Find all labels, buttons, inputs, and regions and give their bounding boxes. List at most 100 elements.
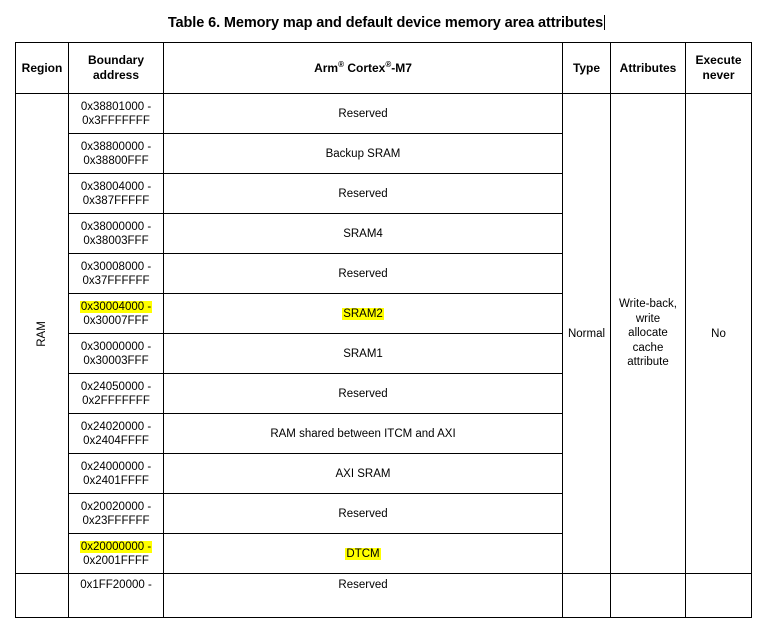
memory-map-table: Region Boundary address Arm® Cortex®-M7 … bbox=[15, 42, 752, 618]
boundary-address-start: 0x30004000 - bbox=[69, 300, 163, 314]
memory-area-description-cell: Reserved bbox=[163, 253, 563, 294]
memory-area-description-cell: Reserved bbox=[163, 573, 563, 618]
table-header: Region Boundary address Arm® Cortex®-M7 … bbox=[15, 42, 752, 94]
boundary-address-end: 0x23FFFFFF bbox=[82, 514, 150, 527]
document-page: Table 6. Memory map and default device m… bbox=[0, 14, 773, 618]
memory-attributes-text: Write-back, write allocate cache attribu… bbox=[619, 298, 677, 369]
text-cursor-caret bbox=[604, 15, 606, 30]
registered-trademark-icon-2: ® bbox=[385, 59, 392, 69]
boundary-address-start: 0x38004000 - bbox=[80, 180, 152, 193]
execute-never-cell bbox=[685, 573, 752, 618]
memory-attributes-cell: Write-back, write allocate cache attribu… bbox=[610, 93, 686, 574]
boundary-address-cell: 0x38800000 -0x38800FFF bbox=[68, 133, 164, 174]
column-header-execute-line1: Execute bbox=[695, 53, 742, 67]
boundary-address-end: 0x30003FFF bbox=[83, 354, 149, 367]
column-header-core: Arm® Cortex®-M7 bbox=[163, 42, 563, 94]
boundary-address-start: 0x20000000 - bbox=[69, 540, 163, 554]
boundary-address-start: 0x38000000 - bbox=[80, 220, 152, 233]
boundary-address-end: 0x38800FFF bbox=[83, 154, 149, 167]
boundary-address-end: 0x2FFFFFFF bbox=[82, 394, 150, 407]
memory-area-description-cell: SRAM2 bbox=[163, 293, 563, 334]
boundary-address-cell: 0x24050000 -0x2FFFFFFF bbox=[68, 373, 164, 414]
boundary-address-start: 0x30008000 - bbox=[80, 260, 152, 273]
boundary-address-cell: 0x38004000 -0x387FFFFF bbox=[68, 173, 164, 214]
memory-area-description-cell: Reserved bbox=[163, 173, 563, 214]
boundary-address-end: 0x37FFFFFF bbox=[82, 274, 150, 287]
memory-type-cell bbox=[562, 573, 611, 618]
boundary-address-end: 0x2001FFFF bbox=[83, 554, 149, 567]
highlight-span: 0x30004000 - bbox=[79, 300, 153, 313]
boundary-address-cell: 0x24000000 -0x2401FFFF bbox=[68, 453, 164, 494]
boundary-address-cell: 0x30004000 -0x30007FFF bbox=[68, 293, 164, 334]
highlight-span: DTCM bbox=[345, 547, 381, 560]
region-cell-ram: RAM bbox=[15, 93, 69, 574]
boundary-address-cell: 0x38801000 -0x3FFFFFFF bbox=[68, 93, 164, 134]
memory-area-description-cell: Backup SRAM bbox=[163, 133, 563, 174]
registered-trademark-icon: ® bbox=[338, 59, 344, 69]
highlight-span: SRAM2 bbox=[342, 307, 384, 320]
table-row: 0x30004000 -0x30007FFF SRAM2 bbox=[16, 293, 752, 334]
execute-never-cell: No bbox=[685, 93, 752, 574]
column-header-boundary-line1: Boundary bbox=[87, 53, 144, 67]
core-suffix: -M7 bbox=[391, 60, 412, 75]
boundary-address-cell: 0x20020000 -0x23FFFFFF bbox=[68, 493, 164, 534]
column-header-boundary-address: Boundary address bbox=[68, 42, 164, 94]
memory-area-description-cell: SRAM4 bbox=[163, 213, 563, 254]
memory-area-description-cell: DTCM bbox=[163, 533, 563, 574]
column-header-type: Type bbox=[562, 42, 611, 94]
core-mid: Cortex bbox=[344, 60, 386, 75]
region-cell-next bbox=[15, 573, 69, 618]
table-caption-text: Table 6. Memory map and default device m… bbox=[167, 15, 604, 31]
region-label-text: RAM bbox=[36, 320, 48, 347]
boundary-address-start: 0x38801000 - bbox=[80, 100, 152, 113]
memory-attributes-cell bbox=[610, 573, 686, 618]
boundary-address-cell: 0x30008000 -0x37FFFFFF bbox=[68, 253, 164, 294]
table-header-row: Region Boundary address Arm® Cortex®-M7 … bbox=[15, 42, 752, 94]
column-header-boundary-line2: address bbox=[92, 68, 140, 82]
boundary-address-start: 0x24050000 - bbox=[80, 380, 152, 393]
memory-type-cell: Normal bbox=[562, 93, 611, 574]
table-caption: Table 6. Memory map and default device m… bbox=[0, 14, 773, 32]
boundary-address-cell: 0x1FF20000 - bbox=[68, 573, 164, 618]
boundary-address-end: 0x2401FFFF bbox=[83, 474, 149, 487]
core-prefix: Arm bbox=[314, 60, 339, 75]
boundary-address-end: 0x38003FFF bbox=[83, 234, 149, 247]
boundary-address-start: 0x1FF20000 - bbox=[80, 579, 152, 591]
column-header-region: Region bbox=[15, 42, 69, 94]
highlight-span: 0x20000000 - bbox=[79, 540, 153, 553]
column-header-attributes: Attributes bbox=[610, 42, 686, 94]
memory-area-description-cell: SRAM1 bbox=[163, 333, 563, 374]
boundary-address-start: 0x38800000 - bbox=[80, 140, 152, 153]
boundary-address-end: 0x2404FFFF bbox=[83, 434, 149, 447]
boundary-address-cell: 0x20000000 -0x2001FFFF bbox=[68, 533, 164, 574]
column-header-execute-never: Execute never bbox=[685, 42, 752, 94]
boundary-address-start: 0x24020000 - bbox=[80, 420, 152, 433]
boundary-address-cell: 0x24020000 -0x2404FFFF bbox=[68, 413, 164, 454]
memory-area-description-cell: Reserved bbox=[163, 93, 563, 134]
memory-area-description-cell: Reserved bbox=[163, 493, 563, 534]
boundary-address-cell: 0x30000000 -0x30003FFF bbox=[68, 333, 164, 374]
boundary-address-start: 0x30000000 - bbox=[80, 340, 152, 353]
memory-area-description-cell: Reserved bbox=[163, 373, 563, 414]
column-header-execute-line2: never bbox=[702, 68, 735, 82]
boundary-address-end: 0x3FFFFFFF bbox=[82, 114, 150, 127]
boundary-address-start: 0x24000000 - bbox=[80, 460, 152, 473]
memory-map-table-container: Region Boundary address Arm® Cortex®-M7 … bbox=[15, 42, 752, 618]
boundary-address-end: 0x30007FFF bbox=[83, 314, 149, 327]
boundary-address-cell: 0x38000000 -0x38003FFF bbox=[68, 213, 164, 254]
table-row: 0x1FF20000 - Reserved bbox=[15, 573, 752, 618]
boundary-address-end: 0x387FFFFF bbox=[82, 194, 150, 207]
boundary-address-start: 0x20020000 - bbox=[80, 500, 152, 513]
memory-area-description-cell: RAM shared between ITCM and AXI bbox=[163, 413, 563, 454]
